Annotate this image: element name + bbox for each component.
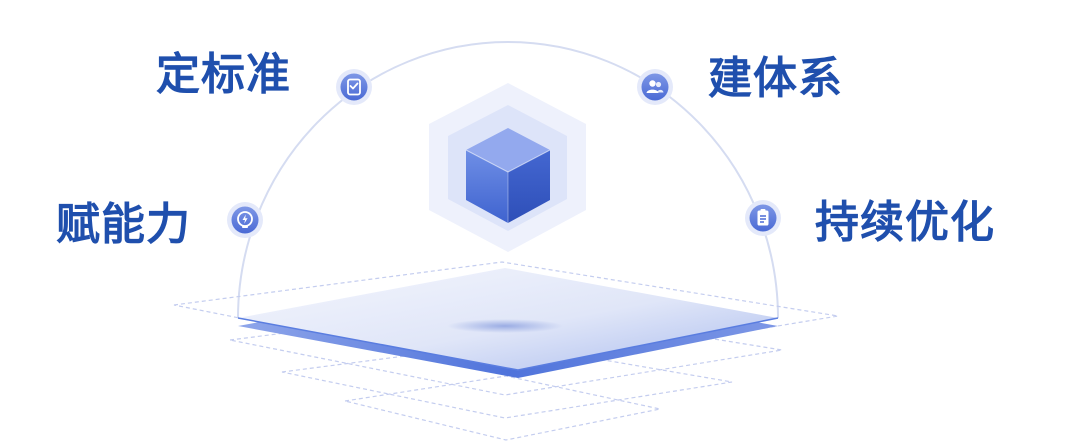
clipboard-check-icon bbox=[336, 69, 372, 105]
platform bbox=[237, 268, 779, 378]
label-continuous-optimization: 持续优化 bbox=[815, 197, 995, 248]
dome-arc bbox=[237, 41, 779, 319]
lightning-bulb-icon bbox=[227, 202, 263, 238]
label-empower-capability: 赋能力 bbox=[56, 199, 191, 250]
label-build-system: 建体系 bbox=[708, 53, 843, 104]
document-list-icon bbox=[745, 200, 781, 236]
users-icon bbox=[637, 69, 673, 105]
cube bbox=[465, 128, 551, 223]
label-define-standards: 定标准 bbox=[156, 49, 291, 100]
